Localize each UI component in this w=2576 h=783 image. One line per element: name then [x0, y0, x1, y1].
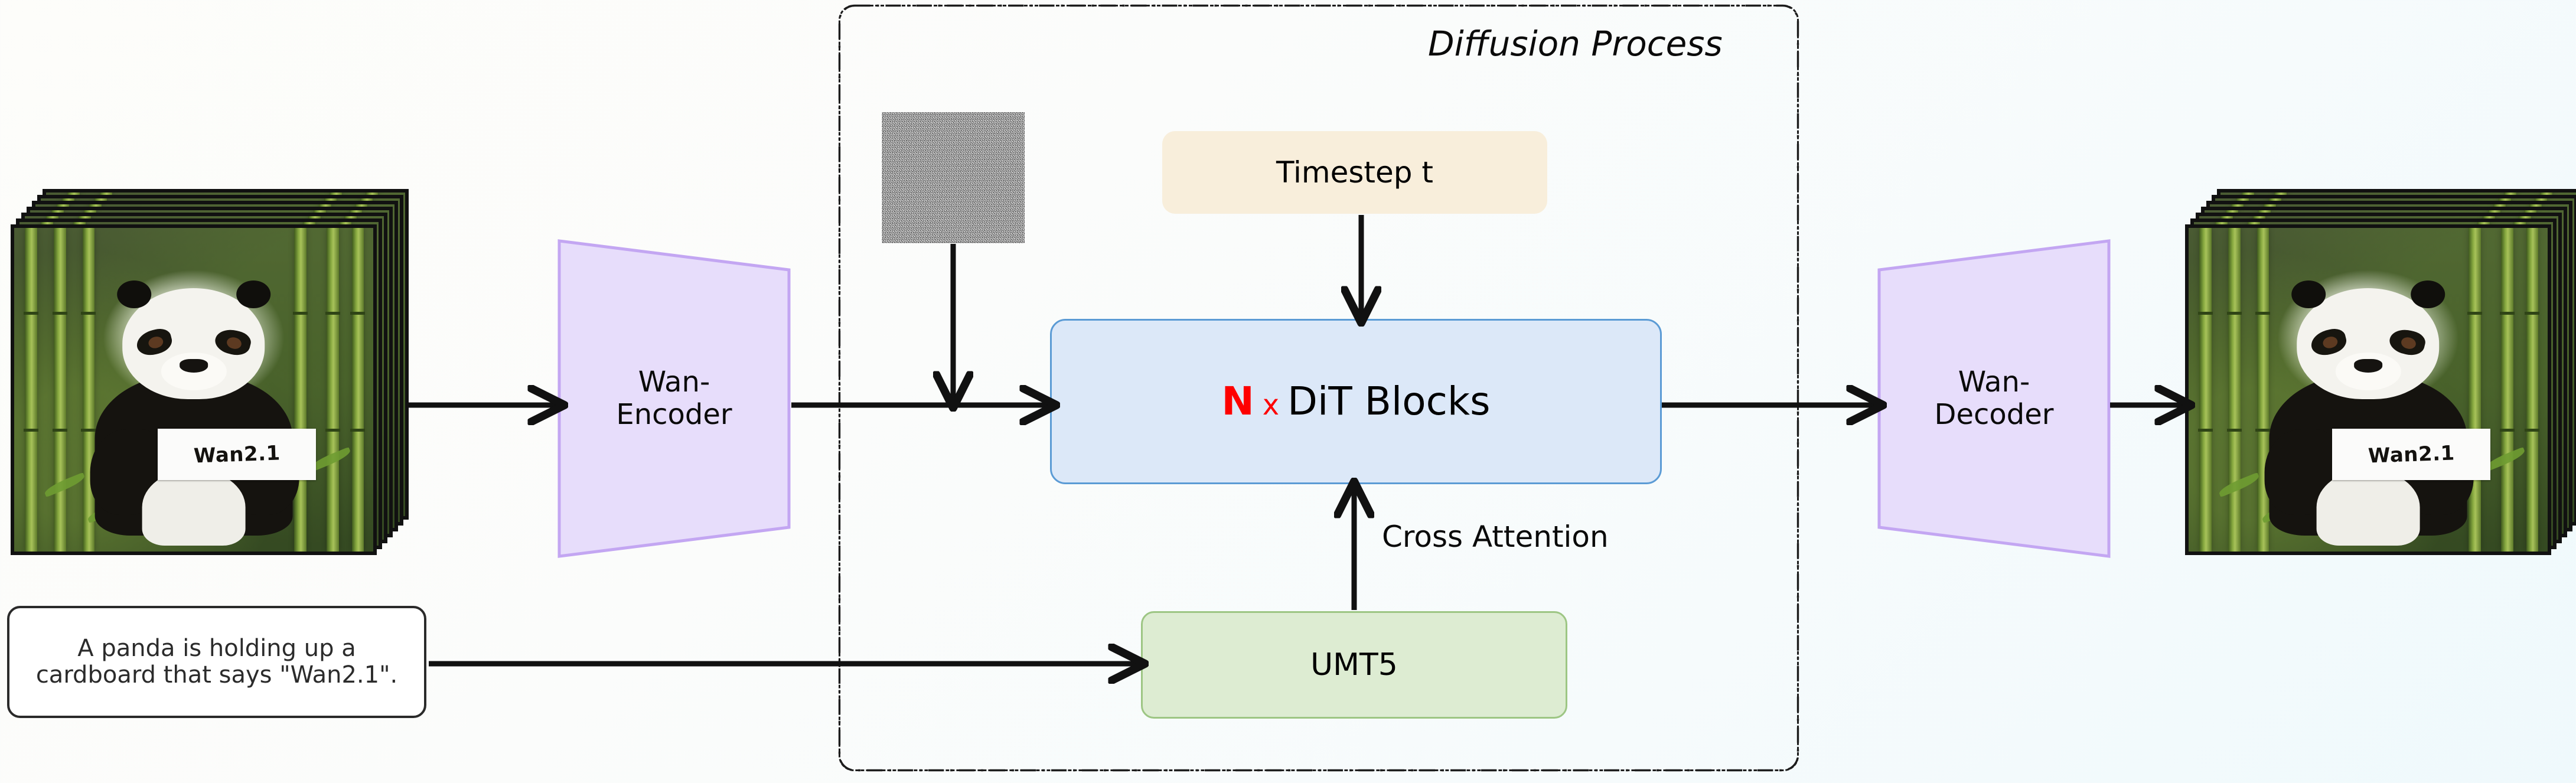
decoder-label-line-2: Decoder [1934, 398, 2054, 431]
input-video-frames: Wan2.1 [11, 189, 424, 555]
panda-sign-output: Wan2.1 [2332, 428, 2490, 481]
out-frame-1: Wan2.1 [2185, 224, 2551, 555]
prompt-line-1: A panda is holding up a [77, 635, 356, 663]
umt5-label: UMT5 [1310, 647, 1398, 683]
panda-sign: Wan2.1 [158, 428, 316, 481]
prompt-box[interactable]: A panda is holding up a cardboard that s… [7, 606, 426, 718]
diffusion-process-label: Diffusion Process [1428, 24, 1723, 64]
dit-blocks-label: DiT Blocks [1287, 379, 1491, 425]
cross-attention-label: Cross Attention [1382, 520, 1609, 554]
decoder-label-line-1: Wan- [1958, 366, 2030, 399]
timestep-box[interactable]: Timestep t [1162, 131, 1547, 214]
timestep-label: Timestep t [1276, 155, 1433, 190]
output-video-frames: Wan2.1 [2185, 189, 2576, 555]
wan-decoder[interactable]: Wan- Decoder [1877, 239, 2111, 558]
encoder-label-line-1: Wan- [638, 366, 710, 399]
frame-1: Wan2.1 [11, 224, 377, 555]
wan-encoder[interactable]: Wan- Encoder [557, 239, 791, 558]
encoder-shape [557, 239, 791, 558]
dit-repeat-count: N [1221, 379, 1254, 425]
prompt-line-2: cardboard that says "Wan2.1". [35, 661, 398, 689]
gaussian-noise-latent [882, 112, 1025, 243]
dit-blocks-box[interactable]: N x DiT Blocks [1050, 319, 1662, 484]
dit-multiply-sign: x [1262, 389, 1280, 422]
encoder-label-line-2: Encoder [616, 398, 732, 431]
decoder-shape [1877, 239, 2111, 558]
